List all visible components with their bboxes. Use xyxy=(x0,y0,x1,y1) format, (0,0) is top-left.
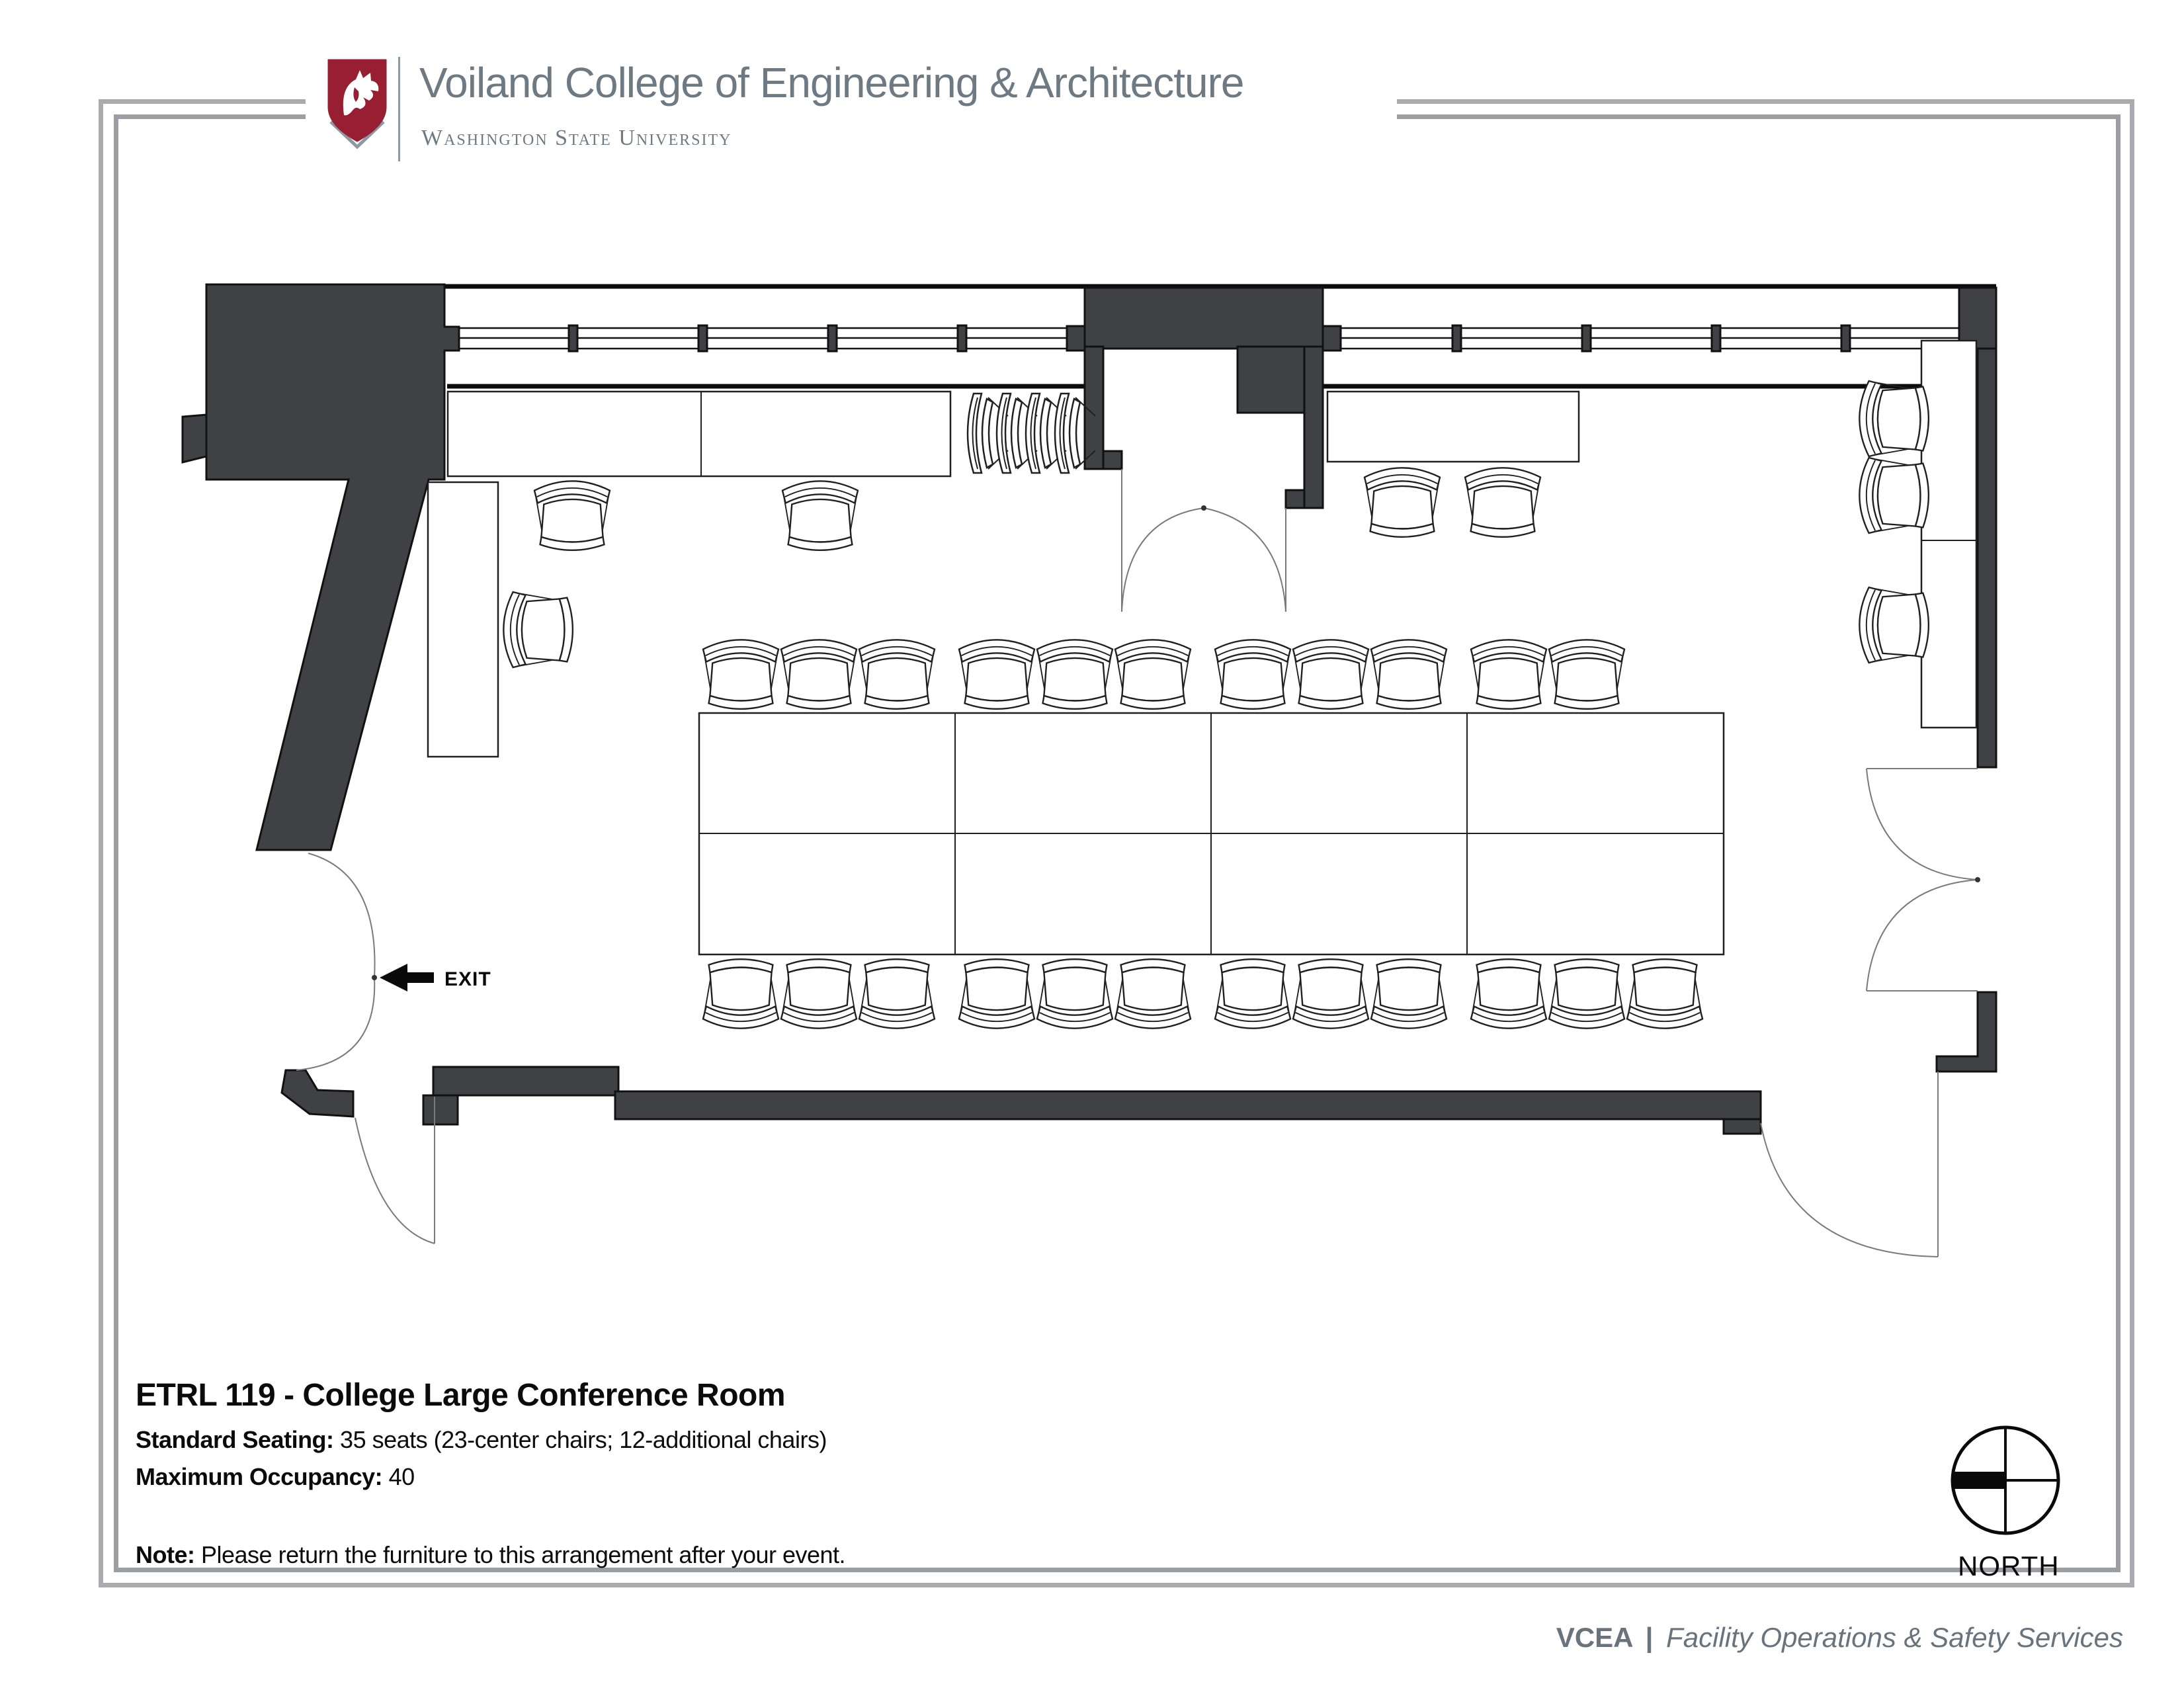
center-chairs-top xyxy=(702,639,1626,710)
wall-right-upper xyxy=(1976,347,1997,769)
wall-bottom-left-angled xyxy=(280,1069,355,1118)
standard-seating-line: Standard Seating: 35 seats (23-center ch… xyxy=(136,1426,827,1454)
seating-label: Standard Seating: xyxy=(136,1426,334,1453)
right-double-door xyxy=(1866,768,1980,992)
center-chairs-bottom xyxy=(702,958,1704,1029)
max-occupancy-line: Maximum Occupancy: 40 xyxy=(136,1463,415,1491)
wall-bottom-right-step xyxy=(1722,1118,1762,1135)
window-band-right xyxy=(1322,324,1960,353)
exit-arrow-icon xyxy=(380,964,434,992)
furniture xyxy=(427,339,1978,1029)
footer-department: Facility Operations & Safety Services xyxy=(1658,1622,2123,1653)
wall-right-mid-pier xyxy=(1935,991,1997,1073)
note-line: Note: Please return the furniture to thi… xyxy=(136,1541,846,1569)
doors xyxy=(296,469,1980,1257)
occupancy-value: 40 xyxy=(382,1463,415,1490)
counter-left xyxy=(446,390,952,478)
counter-chairs xyxy=(533,467,1542,552)
side-tables-right xyxy=(1920,339,1978,729)
vestibule-double-door xyxy=(1121,469,1286,612)
wsu-cougar-icon xyxy=(343,70,379,116)
university-wordmark: Washington State University xyxy=(421,126,732,150)
bottom-left-door xyxy=(355,1097,435,1244)
exit-annotation: EXIT xyxy=(380,964,491,992)
side-chair-left xyxy=(503,591,574,669)
counter-right xyxy=(1326,390,1580,463)
wall-top-left-mass xyxy=(205,283,460,851)
wall-left-notch xyxy=(181,413,208,464)
wall-bottom-left-stub xyxy=(422,1094,459,1126)
exit-label: EXIT xyxy=(444,968,491,990)
bottom-right-door xyxy=(1760,1072,1939,1257)
header-divider xyxy=(398,57,400,161)
walls xyxy=(181,283,1997,1135)
north-compass: NORTH xyxy=(1951,1425,2060,1582)
note-label: Note: xyxy=(136,1541,195,1568)
occupancy-label: Maximum Occupancy: xyxy=(136,1463,383,1490)
side-table-left xyxy=(427,481,499,758)
wall-bottom-main xyxy=(614,1090,1762,1120)
footer-separator: | xyxy=(1645,1622,1654,1653)
footer-org: VCEA xyxy=(1556,1622,1640,1653)
wall-bottom-left-seg xyxy=(432,1066,620,1097)
note-value: Please return the furniture to this arra… xyxy=(194,1541,846,1568)
exit-double-door xyxy=(296,853,377,1071)
header: Voiland College of Engineering & Archite… xyxy=(306,32,1397,169)
side-chairs-right xyxy=(1859,380,1930,664)
seating-value: 35 seats (23-center chairs; 12-additiona… xyxy=(333,1426,827,1453)
conference-tables xyxy=(698,712,1725,956)
wall-vestibule xyxy=(1083,286,1324,509)
window-band-left xyxy=(459,324,1086,353)
north-label: NORTH xyxy=(1958,1550,2060,1582)
college-title: Voiland College of Engineering & Archite… xyxy=(419,59,1244,106)
footer: VCEA | Facility Operations & Safety Serv… xyxy=(1556,1622,2123,1654)
wsu-shield-logo xyxy=(327,59,387,149)
room-title: ETRL 119 - College Large Conference Room xyxy=(136,1378,786,1413)
stacked-chairs xyxy=(966,392,1097,474)
